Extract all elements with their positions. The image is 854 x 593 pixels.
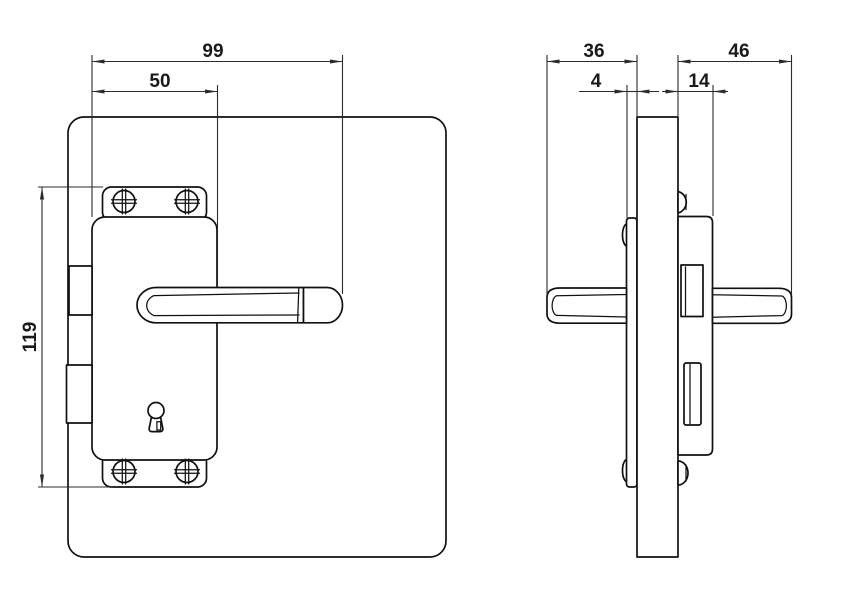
screw-top-right-icon: [173, 188, 201, 215]
side-screw-bump-rear-top: [677, 190, 688, 214]
screw-bottom-right-icon: [173, 458, 201, 485]
dimension-value: 99: [202, 41, 223, 62]
dimension-front-projection: 36: [547, 41, 637, 64]
side-view: [546, 116, 793, 558]
dimension-case-thickness: 14: [662, 71, 728, 94]
dimension-value: 36: [583, 41, 604, 62]
spindle-hub-side: [680, 264, 704, 318]
dead-bolt: [65, 364, 93, 424]
dimension-value: 50: [149, 71, 170, 92]
handle-lever-front: [136, 286, 344, 324]
door-panel-side: [636, 116, 679, 558]
side-screw-bump-rear-bottom: [677, 460, 689, 486]
escutcheon-plate: [91, 216, 218, 461]
handle-lever-side-rear: [711, 287, 793, 325]
front-plate-side: [625, 217, 638, 488]
dimension-plate-width: 50: [92, 71, 218, 94]
handle-lever-side-front: [546, 287, 628, 325]
dimension-plate-height: 119: [20, 187, 45, 487]
keyhole-cover-side: [683, 362, 702, 426]
dimension-rear-projection: 46: [678, 41, 792, 64]
front-view: [65, 116, 447, 558]
dimension-value: 46: [728, 41, 749, 62]
dimension-front-plate-thickness: 4: [579, 71, 659, 94]
dimension-value: 14: [688, 71, 710, 92]
dimension-value: 4: [591, 71, 602, 92]
dimension-total-width: 99: [92, 41, 343, 64]
dimension-value: 119: [20, 322, 41, 353]
keyhole-icon: [147, 401, 165, 433]
screw-bottom-left-icon: [110, 458, 138, 485]
screw-top-left-icon: [110, 188, 138, 215]
dimensions: 99 50 119 36 46 4: [20, 41, 793, 488]
latch-bolt: [68, 265, 93, 316]
